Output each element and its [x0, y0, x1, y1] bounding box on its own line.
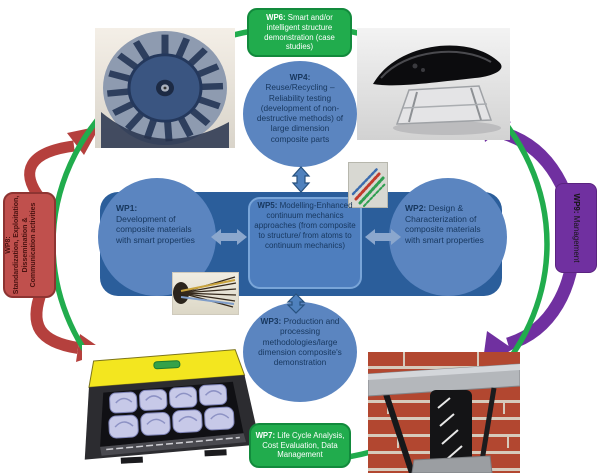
wp8-label: WP8: Standardization, Exploitation, Diss…: [5, 195, 55, 295]
mold-cells: [108, 383, 235, 439]
carbon-fiber-photo: [172, 272, 239, 315]
wp8-tag: WP8:: [4, 236, 12, 254]
molecular-simulation-image: [348, 162, 388, 208]
wp1-body: Development of composite materials with …: [116, 213, 195, 245]
wp8-box: WP8: Standardization, Exploitation, Diss…: [3, 192, 56, 298]
wp9-tag: WP9:: [572, 193, 581, 214]
wp8-body: Standardization, Exploitation, Dissemina…: [12, 195, 37, 295]
machine-body: [84, 349, 261, 464]
wp6-body: Smart and/or intelligent structure demon…: [264, 13, 335, 52]
green-button: [153, 360, 181, 370]
wp7-body: Life Cycle Analysis, Cost Evaluation, Da…: [262, 430, 345, 460]
wp9-body: Management: [572, 215, 581, 263]
fan-impeller: [103, 30, 227, 146]
wp1-tag: WP1:: [116, 203, 138, 213]
wp4-body: Reuse/Recycling – Reliability testing (d…: [256, 82, 344, 144]
wp3-label: WP3: Production and processing methodolo…: [252, 316, 348, 367]
wp5-label: WP5: Modelling-Enhanced continuum mechan…: [254, 201, 356, 251]
wp4-tag: WP4:: [289, 72, 311, 82]
wp2-circle: [389, 178, 507, 296]
diagonal-strut: [383, 393, 415, 473]
wp3-ellipse: [243, 302, 357, 402]
wp9-label: WP9: Management: [558, 186, 594, 270]
spoiler-part-photo: [357, 28, 510, 140]
centrifugal-fan-photo: [95, 28, 235, 148]
wp3-body: Production and processing methodologies/…: [258, 316, 342, 368]
base-plate: [411, 455, 493, 473]
stand: [395, 85, 493, 125]
shadow: [393, 121, 501, 135]
wp7-box: WP7: Life Cycle Analysis, Cost Evaluatio…: [249, 423, 351, 468]
wp2-body: Design & Characterization of composite m…: [405, 203, 484, 245]
wp2-tag: WP2:: [405, 203, 427, 213]
column-markings: [437, 397, 463, 461]
black-wing: [373, 45, 502, 86]
wp7-tag: WP7:: [255, 430, 276, 440]
wp5-box: [248, 197, 362, 289]
wp4-label: WP4: Reuse/Recycling – Reliability testi…: [252, 72, 348, 144]
wp5-body: Modelling-Enhanced continuum mechanics a…: [254, 201, 356, 250]
wrapped-column: [430, 390, 472, 464]
column-test-photo: [368, 352, 520, 473]
wp3-tag: WP3:: [260, 316, 282, 326]
curing-machine-photo: [82, 345, 265, 470]
wp2-label: WP2: Design & Characterization of compos…: [405, 203, 493, 245]
wp4-ellipse: [243, 61, 357, 167]
wp9-box: WP9: Management: [555, 183, 597, 273]
wp5-tag: WP5:: [257, 201, 278, 210]
wp6-tag: WP6:: [266, 13, 286, 23]
wp1-label: WP1: Development of composite materials …: [116, 203, 202, 245]
wp6-box: WP6: Smart and/or intelligent structure …: [247, 8, 352, 57]
